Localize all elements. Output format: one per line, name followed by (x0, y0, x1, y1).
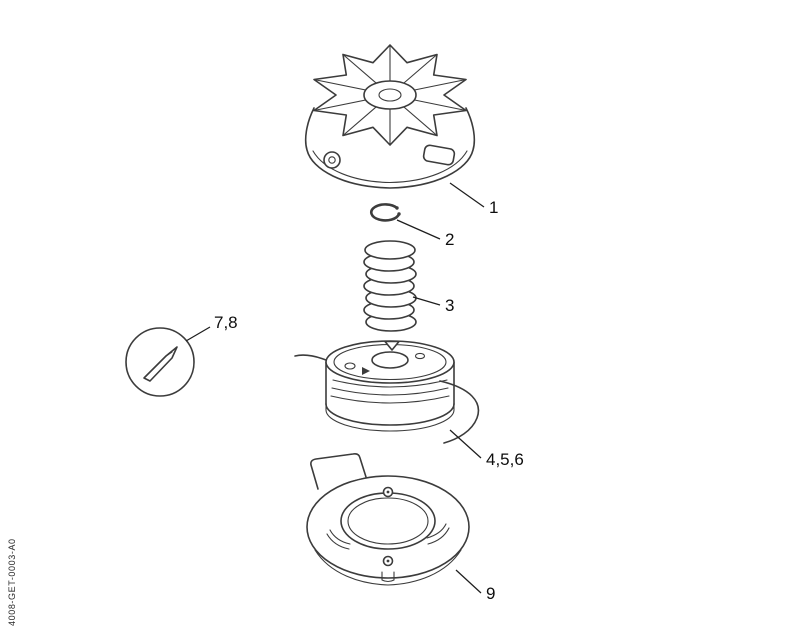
spool-slot-left (344, 362, 356, 370)
callout-label-3: 3 (445, 296, 454, 315)
circlip-ring (370, 203, 401, 222)
cap-hub-inner (378, 88, 402, 102)
base-post-bottom-dot (386, 559, 390, 563)
spool-slot-right (414, 352, 426, 360)
base-inner-collar (347, 497, 429, 545)
spool-assembly (294, 340, 480, 444)
callout-label-9: 9 (486, 584, 495, 603)
base-inner-opening (340, 492, 436, 550)
leader-line-3 (412, 296, 441, 306)
callout-label-1: 1 (489, 198, 498, 217)
line-end-cut (165, 351, 173, 357)
line-end-detail (125, 327, 195, 397)
callout-label-2: 2 (445, 230, 454, 249)
spool-bottom-flange-edge (325, 409, 455, 432)
spool-arrow-mark (362, 367, 370, 375)
leader-line-78 (185, 326, 211, 342)
spring-coil-top (364, 240, 416, 260)
drawing-number: 4008-GET-0003-A0 (7, 538, 17, 626)
leader-line-9 (455, 569, 482, 594)
cap-eyelet (323, 151, 341, 169)
base-claw-left (326, 529, 351, 550)
callout-label-78: 7,8 (214, 313, 238, 332)
spool-center-hole (371, 351, 409, 369)
base-post-top-dot (386, 490, 390, 494)
base-tab (310, 453, 367, 490)
base-cover (306, 453, 470, 586)
circlip (370, 203, 401, 222)
leader-line-1 (449, 182, 485, 208)
leader-line-456 (449, 429, 482, 459)
spool-bottom-flange (325, 403, 455, 426)
trimmer-line-right (439, 380, 480, 444)
cap-eyelet-hole (328, 156, 336, 164)
housing-cap (304, 44, 476, 189)
callout-label-456: 4,5,6 (486, 450, 524, 469)
circlip-end-dot-b (397, 212, 401, 216)
line-end-shape (143, 346, 178, 382)
base-rim-thickness (314, 549, 462, 586)
base-bottom-notch (381, 571, 395, 583)
cap-side-window (422, 144, 456, 166)
compression-spring (363, 240, 417, 332)
base-claw-right (426, 523, 450, 545)
leader-line-2 (396, 219, 441, 240)
spool-index-notch (384, 340, 400, 351)
circlip-end-dot-a (395, 206, 399, 210)
